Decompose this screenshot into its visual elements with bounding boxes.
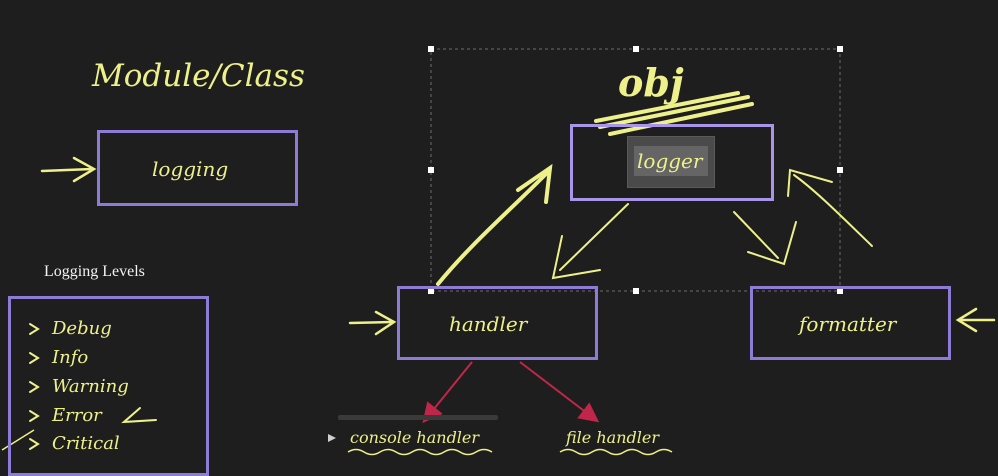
arrow-to-file-handler (519, 361, 600, 423)
level-error: Error (52, 405, 102, 426)
level-warning: Warning (52, 376, 129, 397)
selection-handle-tr[interactable] (837, 46, 843, 52)
level-critical: Critical (52, 433, 120, 454)
formatter-label: formatter (799, 312, 897, 336)
file-handler-label: file handler (566, 428, 659, 447)
arrow-to-console-handler (422, 361, 473, 424)
play-bullet-icon (328, 434, 336, 442)
console-handler-underline (347, 448, 493, 456)
formatter-box[interactable]: formatter (750, 286, 951, 360)
logger-label: logger (637, 149, 703, 173)
logger-inner-panel (627, 136, 715, 188)
arrow-handler-to-logger (436, 163, 553, 286)
obj-underline-strokes (594, 91, 754, 136)
logging-box[interactable]: logging (97, 130, 298, 206)
logger-inner-field (634, 146, 708, 176)
selection-handle-mr[interactable] (837, 167, 843, 173)
logging-label: logging (152, 157, 229, 181)
module-class-heading: Module/Class (92, 58, 305, 94)
file-handler-underline (559, 448, 673, 456)
selection-handle-br[interactable] (837, 288, 843, 294)
arrow-into-formatter (955, 307, 996, 333)
obj-label: obj (618, 60, 684, 105)
logging-levels-title: Logging Levels (44, 263, 145, 280)
logger-box[interactable]: logger (570, 124, 774, 201)
arrow-into-handler (348, 310, 397, 336)
arrow-into-logging (40, 156, 97, 183)
selection-handle-bl[interactable] (428, 288, 434, 294)
handler-box[interactable]: handler (397, 286, 598, 360)
error-check-mark (121, 407, 157, 424)
console-handler-label: console handler (350, 428, 480, 447)
arrow-formatter-to-logger (787, 168, 873, 247)
selection-handle-tm[interactable] (633, 46, 639, 52)
selection-handle-tl[interactable] (428, 46, 434, 52)
level-info: Info (52, 347, 89, 368)
handler-label: handler (449, 312, 528, 336)
whiteboard-strokes (1, 48, 996, 456)
scroll-bar[interactable] (338, 415, 498, 420)
selection-handle-bm[interactable] (633, 288, 639, 294)
level-debug: Debug (52, 318, 112, 339)
arrow-logger-to-handler (551, 203, 629, 280)
stray-stroke (1, 429, 35, 451)
level-bullets (29, 323, 40, 450)
selection-handle-ml[interactable] (428, 167, 434, 173)
arrow-logger-to-formatter (733, 211, 797, 266)
